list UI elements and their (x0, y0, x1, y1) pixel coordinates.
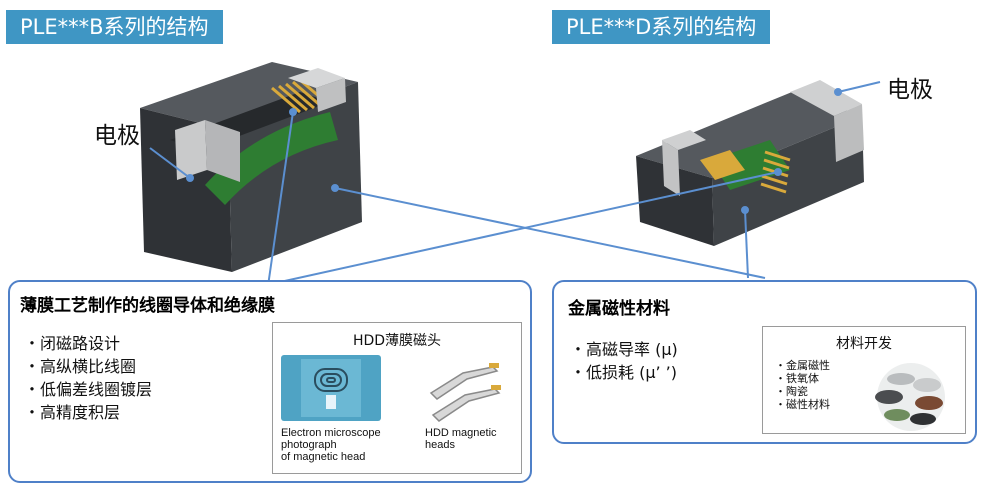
electrode-label-left: 电极 (94, 123, 140, 149)
microscope-caption: Electron microscope photograph of magnet… (281, 427, 381, 463)
connector-lines (149, 81, 881, 287)
thin-film-bullet-list: ・闭磁路设计 ・高纵横比线圈 ・低偏差线圈镀层 ・高精度积层 (24, 332, 152, 424)
hdd-heads-caption: HDD magnetic heads (425, 427, 497, 451)
bullet-item: ・闭磁路设计 (24, 334, 121, 353)
hdd-inset-title: HDD薄膜磁头 (352, 333, 442, 349)
bullet-item: ・高纵横比线圈 (24, 357, 137, 376)
material-item-list: ・金属磁性 ・铁氧体 ・陶瓷 ・磁性材料 (775, 359, 830, 411)
right-inductor-chip (636, 80, 864, 246)
metal-magnetic-material-box: 金属磁性材料 ・高磁导率 (μ) ・低损耗 (μ’ ’) 材料开发 ・金属磁性 … (552, 280, 977, 444)
material-powders-image (875, 363, 945, 431)
thin-film-box-title: 薄膜工艺制作的线圈导体和绝缘膜 (20, 296, 275, 316)
right-series-tag: PLE***D系列的结构 (552, 10, 771, 44)
bullet-item: ・低偏差线圈镀层 (24, 380, 153, 399)
metal-magnetic-box-title: 金属磁性材料 (568, 299, 670, 319)
bullet-item: ・高磁导率 (μ) (570, 340, 678, 359)
left-series-tag: PLE***B系列的结构 (6, 10, 223, 44)
material-development-inset: 材料开发 ・金属磁性 ・铁氧体 ・陶瓷 ・磁性材料 (762, 326, 966, 434)
thin-film-process-box: 薄膜工艺制作的线圈导体和绝缘膜 ・闭磁路设计 ・高纵横比线圈 ・低偏差线圈镀层 … (8, 280, 532, 483)
hdd-head-inset: HDD薄膜磁头 Electron microscope (272, 322, 522, 474)
metal-magnetic-bullet-list: ・高磁导率 (μ) ・低损耗 (μ’ ’) (570, 338, 678, 384)
bullet-item: ・低损耗 (μ’ ’) (570, 363, 678, 382)
microscope-photo (281, 355, 381, 421)
material-inset-title: 材料开发 (836, 336, 892, 352)
electrode-label-right: 电极 (887, 77, 933, 103)
hdd-heads-image (429, 363, 501, 422)
bullet-item: ・高精度积层 (24, 403, 121, 422)
left-inductor-chip (140, 62, 362, 272)
